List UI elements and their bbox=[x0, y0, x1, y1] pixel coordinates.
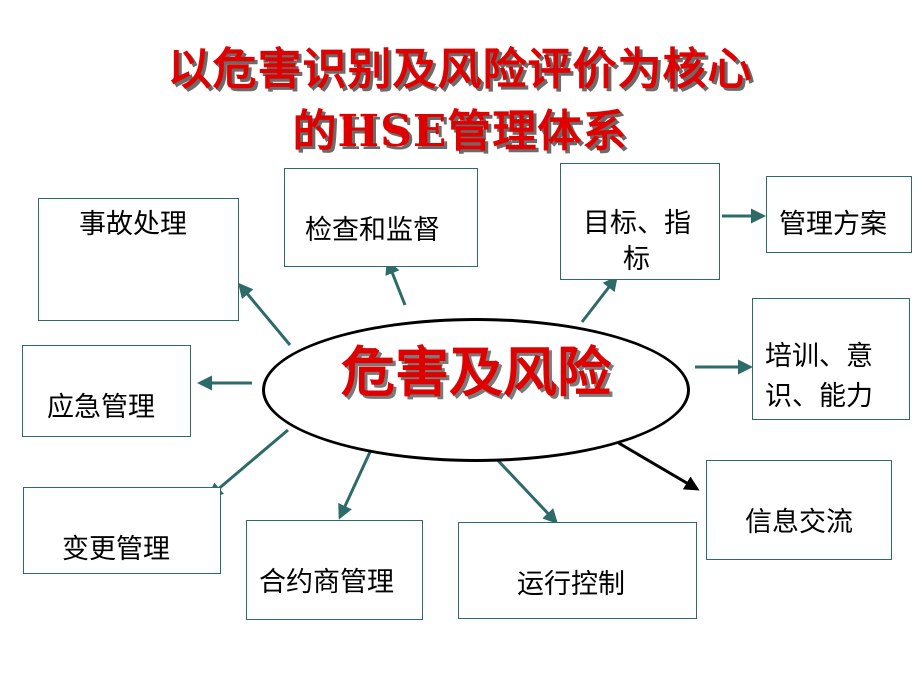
box-emergency: 应急管理 bbox=[22, 345, 191, 437]
box-change-label: 变更管理 bbox=[62, 534, 170, 565]
box-accident-label: 事故处理 bbox=[79, 209, 187, 240]
box-mgmt-plan-label: 管理方案 bbox=[779, 209, 887, 240]
box-objectives-label-line2: 标 bbox=[623, 244, 650, 275]
box-objectives-label-line1: 目标、指 bbox=[583, 208, 691, 239]
center-ellipse bbox=[262, 318, 690, 462]
center-label: 危害及风险 bbox=[341, 340, 611, 404]
box-operation-label: 运行控制 bbox=[517, 569, 625, 600]
box-management-plan: 管理方案 bbox=[766, 176, 912, 253]
box-accident-handling: 事故处理 bbox=[38, 198, 239, 321]
diagram-title-line2: 的HSE管理体系 bbox=[292, 106, 628, 157]
box-operation-control: 运行控制 bbox=[458, 522, 697, 619]
arrow-to-objectives bbox=[580, 275, 618, 323]
box-contractor-label: 合约商管理 bbox=[259, 567, 394, 598]
box-inspection: 检查和监督 bbox=[284, 168, 478, 267]
diagram-title-line1: 以危害识别及风险评价为核心 bbox=[167, 44, 753, 95]
box-inspection-label: 检查和监督 bbox=[305, 215, 440, 246]
box-contractor-management: 合约商管理 bbox=[246, 520, 423, 620]
arrow-to-communication bbox=[604, 433, 700, 491]
arrow-to-change bbox=[207, 428, 289, 498]
box-change-management: 变更管理 bbox=[23, 487, 221, 574]
box-emergency-label: 应急管理 bbox=[47, 392, 155, 423]
box-training-label-line1: 培训、意 bbox=[765, 341, 873, 372]
arrow-to-contractor bbox=[338, 451, 372, 520]
box-communication: 信息交流 bbox=[706, 460, 892, 560]
arrow-to-operation bbox=[488, 450, 559, 525]
arrow-to-accident bbox=[238, 282, 292, 346]
box-objectives: 目标、指 标 bbox=[560, 163, 720, 280]
arrow-to-inspection bbox=[385, 259, 407, 306]
box-training: 培训、意 识、能力 bbox=[752, 298, 910, 420]
box-communication-label: 信息交流 bbox=[745, 507, 853, 538]
box-training-label-line2: 识、能力 bbox=[765, 381, 873, 412]
